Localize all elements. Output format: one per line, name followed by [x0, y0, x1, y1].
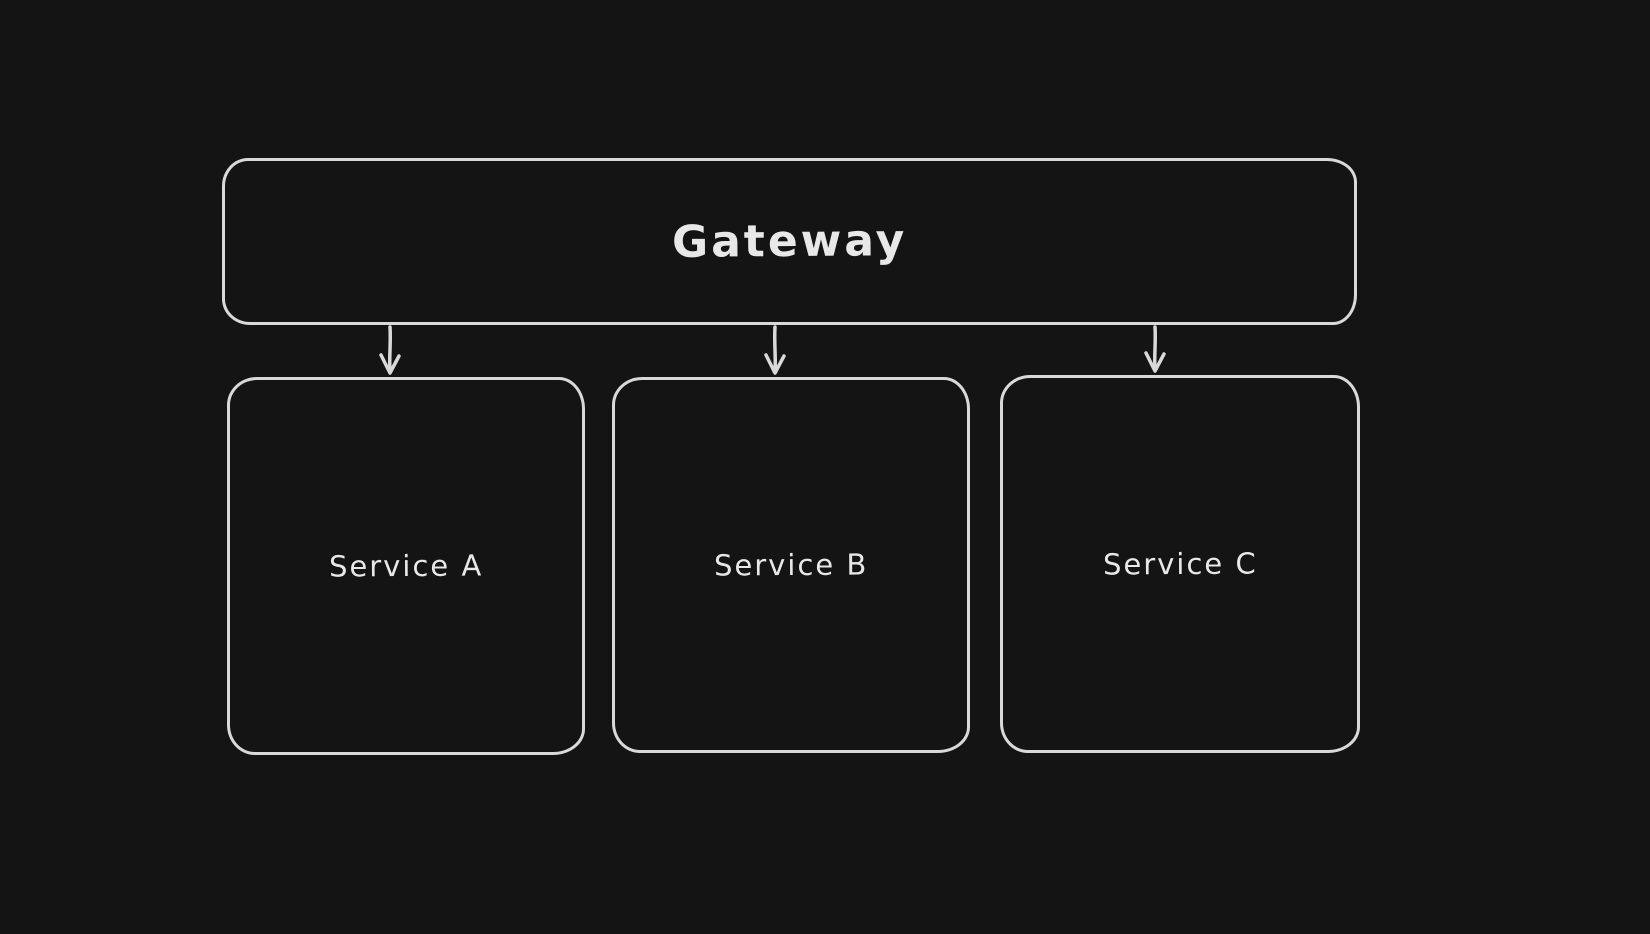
node-service-c[interactable]: Service C	[1000, 375, 1360, 753]
node-service-a-label: Service A	[328, 548, 484, 584]
arrow-gateway-to-service-a[interactable]	[379, 325, 401, 375]
node-gateway-label: Gateway	[671, 215, 908, 268]
arrow-gateway-to-service-b[interactable]	[764, 325, 786, 375]
node-service-b[interactable]: Service B	[612, 377, 970, 753]
node-gateway[interactable]: Gateway	[222, 158, 1357, 325]
node-service-c-label: Service C	[1102, 546, 1258, 582]
arrow-gateway-to-service-c[interactable]	[1144, 325, 1166, 373]
node-service-b-label: Service B	[713, 547, 869, 583]
node-service-a[interactable]: Service A	[227, 377, 585, 755]
